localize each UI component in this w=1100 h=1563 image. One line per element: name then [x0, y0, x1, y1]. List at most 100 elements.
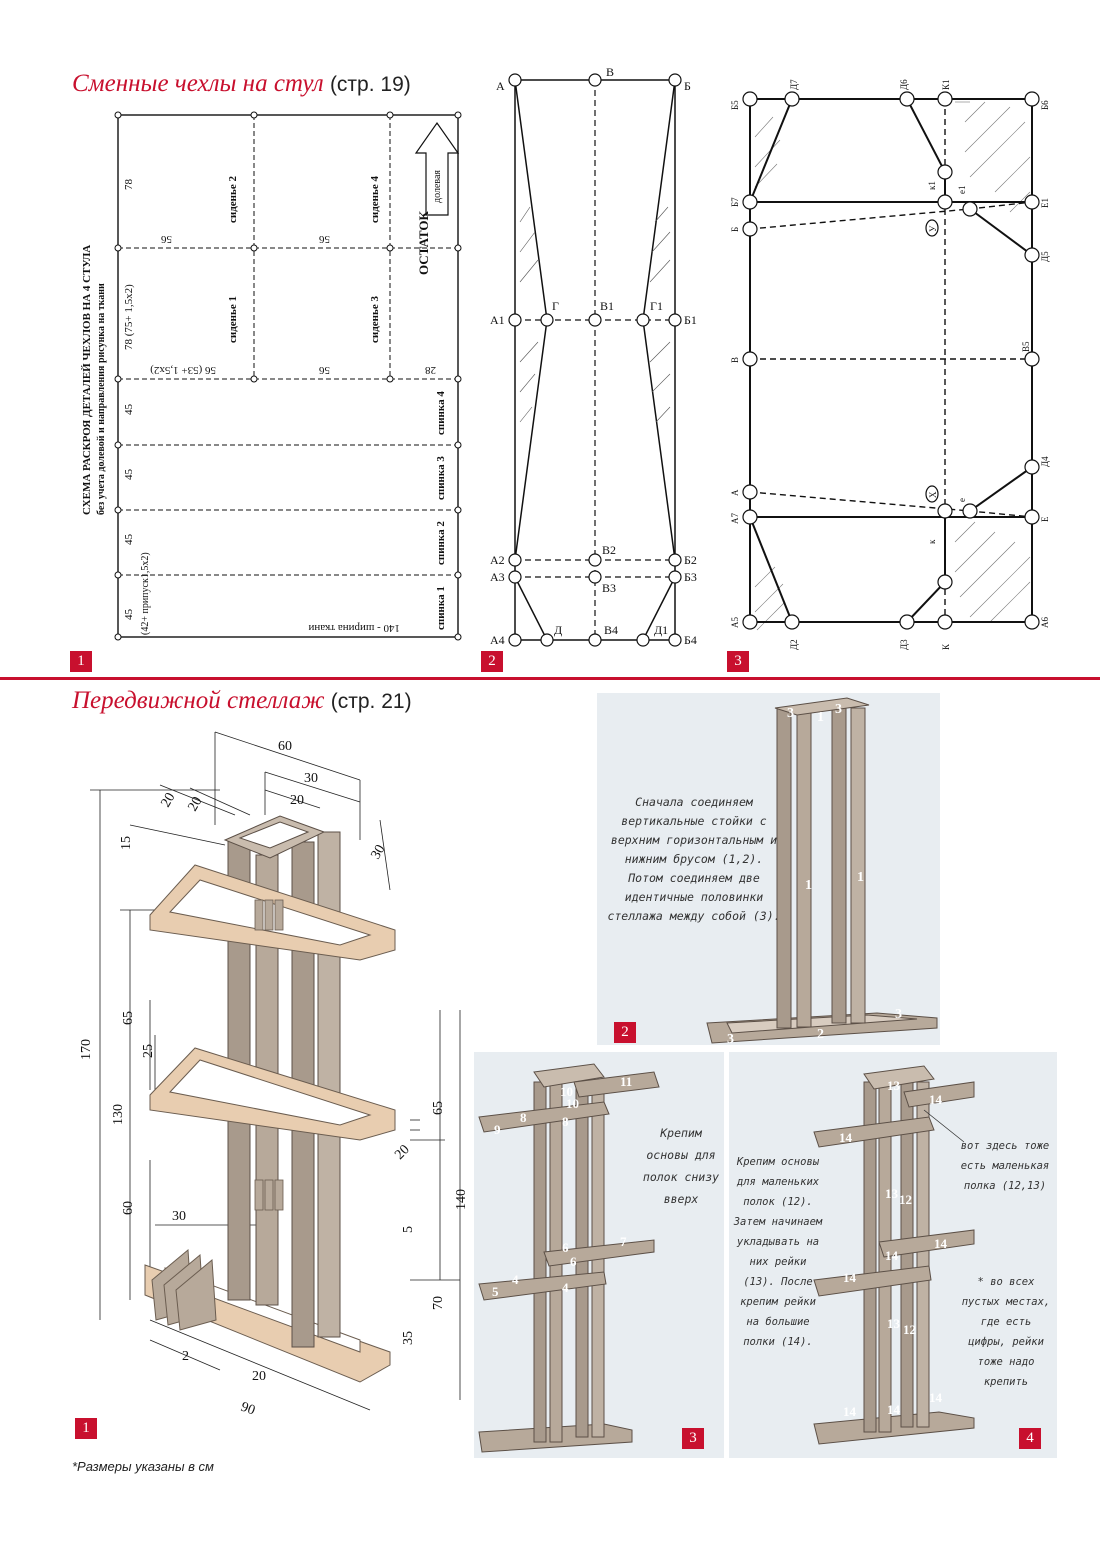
assembly-step-3-panel: Крепим основы для полок снизу вверх 10 1… [474, 1052, 724, 1458]
section1-title-text: Сменные чехлы на стул [72, 70, 324, 97]
scheme-subtitle: без учета долевой и направления рисунка … [96, 283, 107, 515]
pt3-b6: Б6 [1040, 100, 1050, 110]
step4-illustration: 13 14 14 13 12 14 14 14 13 12 14 14 14 [813, 1065, 975, 1445]
pt-g: Г [552, 299, 559, 313]
pt3-b7: Б7 [730, 197, 740, 207]
piece-back-2: спинка 2 [435, 521, 447, 565]
dim-60-top: 60 [278, 739, 292, 754]
pt-a: А [496, 79, 505, 93]
dim-56-c: 56 [319, 364, 331, 376]
section2-title-text: Передвижной стеллаж [72, 687, 325, 714]
step2-label-1c: 1 [857, 870, 864, 885]
step4-label-12a: 12 [899, 1192, 912, 1207]
step3-illustration: 10 11 8 10 9 8 6 7 6 4 5 4 [478, 1063, 660, 1453]
section1-title: Сменные чехлы на стул (стр. 19) [72, 70, 411, 98]
remainder-label: ОСТАТОК [416, 210, 431, 275]
pt3-b5: Б5 [730, 100, 740, 110]
step4-caption-left: Крепим основы для маленьких полок (12). … [733, 1156, 823, 1348]
step4-label-13b: 13 [885, 1186, 899, 1201]
step4-label-14a: 14 [929, 1092, 943, 1107]
pt3-u: У [928, 225, 938, 232]
dim-20-left-b: 20 [185, 794, 205, 814]
pt3-d7: Д7 [789, 79, 799, 90]
dim-30-right: 30 [368, 842, 388, 862]
dim-15: 15 [119, 836, 134, 850]
assembly-step-2-panel: Сначала соединяем вертикальные стойки с … [597, 693, 940, 1045]
step4-label-13c: 13 [887, 1316, 901, 1331]
dim-45-allowance: (42+ припуск1,5x2) [140, 552, 151, 635]
dim-45-a: 45 [123, 404, 135, 416]
pt3-e1: Е1 [1040, 198, 1050, 208]
pt3-kh: Х [928, 491, 938, 498]
pt-g1: Г1 [650, 299, 663, 313]
dim-56-calc: 56 (53+ 1,5x2) [150, 364, 216, 376]
fabric-width-label: 140 - ширина ткани [308, 622, 400, 634]
pt-a1: А1 [490, 313, 505, 327]
grain-label: долевая [432, 170, 443, 203]
pt-b1: Б1 [684, 313, 697, 327]
step4-label-13a: 13 [887, 1078, 901, 1093]
step4-label-14f: 14 [843, 1404, 857, 1419]
dim-45-d: 45 [123, 609, 135, 621]
step2-label-2: 2 [817, 1027, 824, 1042]
piece-seat-2: сиденье 2 [227, 176, 239, 223]
step4-label-14d: 14 [934, 1236, 948, 1251]
dim-45-b: 45 [123, 469, 135, 481]
step2-label-3a: 3 [787, 706, 794, 721]
fig2-number: 2 [481, 651, 503, 672]
step3-caption: Крепим основы для полок снизу вверх [642, 1126, 720, 1206]
dim-2: 2 [182, 1349, 189, 1364]
pt3-a: А [730, 489, 740, 496]
dim-20-right: 20 [392, 1142, 413, 1163]
step3-label-6a: 6 [562, 1240, 569, 1255]
dim-65-left: 65 [121, 1011, 136, 1025]
pt-v: В [606, 65, 614, 79]
pt3-v5: В5 [1021, 341, 1031, 352]
piece-back-1: спинка 1 [435, 586, 447, 630]
dim-20-bottom: 20 [252, 1369, 266, 1384]
pt3-a6: А6 [1040, 617, 1050, 628]
pt-b4: Б4 [684, 633, 697, 647]
step4-label-12b: 12 [903, 1322, 916, 1337]
step2-caption: Сначала соединяем вертикальные стойки с … [607, 795, 781, 923]
step3-label-4a: 4 [512, 1272, 519, 1287]
step4-caption-right-top: вот здесь тоже есть маленькая полка (12,… [960, 1140, 1050, 1192]
pt-b3: Б3 [684, 570, 697, 584]
pt-a4: А4 [490, 633, 505, 647]
fig7-number: 4 [1019, 1428, 1041, 1449]
pt3-k1-small: к1 [927, 181, 937, 190]
pattern-diagram-2: А В Б А1 Г В1 Г1 Б1 А2 В2 Б2 А3 В3 Б3 А4… [490, 65, 697, 647]
pt-v4: В4 [604, 623, 618, 637]
piece-seat-1: сиденье 1 [227, 296, 239, 343]
scheme-title: СХЕМА РАСКРОЯ ДЕТАЛЕЙ ЧЕХЛОВ НА 4 СТУЛА [81, 245, 93, 515]
step3-label-7: 7 [620, 1234, 627, 1249]
step4-label-14b: 14 [839, 1130, 853, 1145]
pt-v2: В2 [602, 543, 616, 557]
step3-label-8b: 8 [562, 1114, 569, 1129]
step4-caption-right-bottom: * во всех пустых местах, где есть цифры,… [961, 1276, 1051, 1388]
pt3-k: К [941, 643, 951, 650]
pt-v1: В1 [600, 299, 614, 313]
pt3-d6: Д6 [899, 79, 909, 90]
step3-label-6b: 6 [570, 1254, 577, 1269]
pt3-a5: А5 [730, 617, 740, 628]
shelf-isometric-drawing: 60 30 20 20 20 15 30 170 130 65 25 60 30… [79, 731, 469, 1419]
pt3-b: Б [730, 227, 740, 232]
cutting-scheme-diagram: СХЕМА РАСКРОЯ ДЕТАЛЕЙ ЧЕХЛОВ НА 4 СТУЛА … [81, 111, 462, 641]
dim-28: 28 [425, 364, 437, 376]
step4-label-14g: 14 [887, 1402, 901, 1417]
dim-60-left: 60 [121, 1201, 136, 1215]
fig6-number: 3 [682, 1428, 704, 1449]
dim-20-top: 20 [290, 793, 304, 808]
step2-illustration: 3 1 3 1 1 3 2 3 [706, 697, 938, 1045]
step4-label-14c: 14 [885, 1248, 899, 1263]
section2-page-ref: (стр. 21) [330, 690, 412, 713]
step3-label-4b: 4 [562, 1280, 569, 1295]
pt3-e-small: е [957, 498, 967, 502]
section2-title: Передвижной стеллаж (стр. 21) [72, 687, 412, 715]
dim-140: 140 [454, 1189, 469, 1210]
step4-label-14h: 14 [929, 1390, 943, 1405]
dim-25: 25 [141, 1044, 156, 1058]
pt3-k-small: к [927, 539, 937, 544]
pt-a3: А3 [490, 570, 505, 584]
